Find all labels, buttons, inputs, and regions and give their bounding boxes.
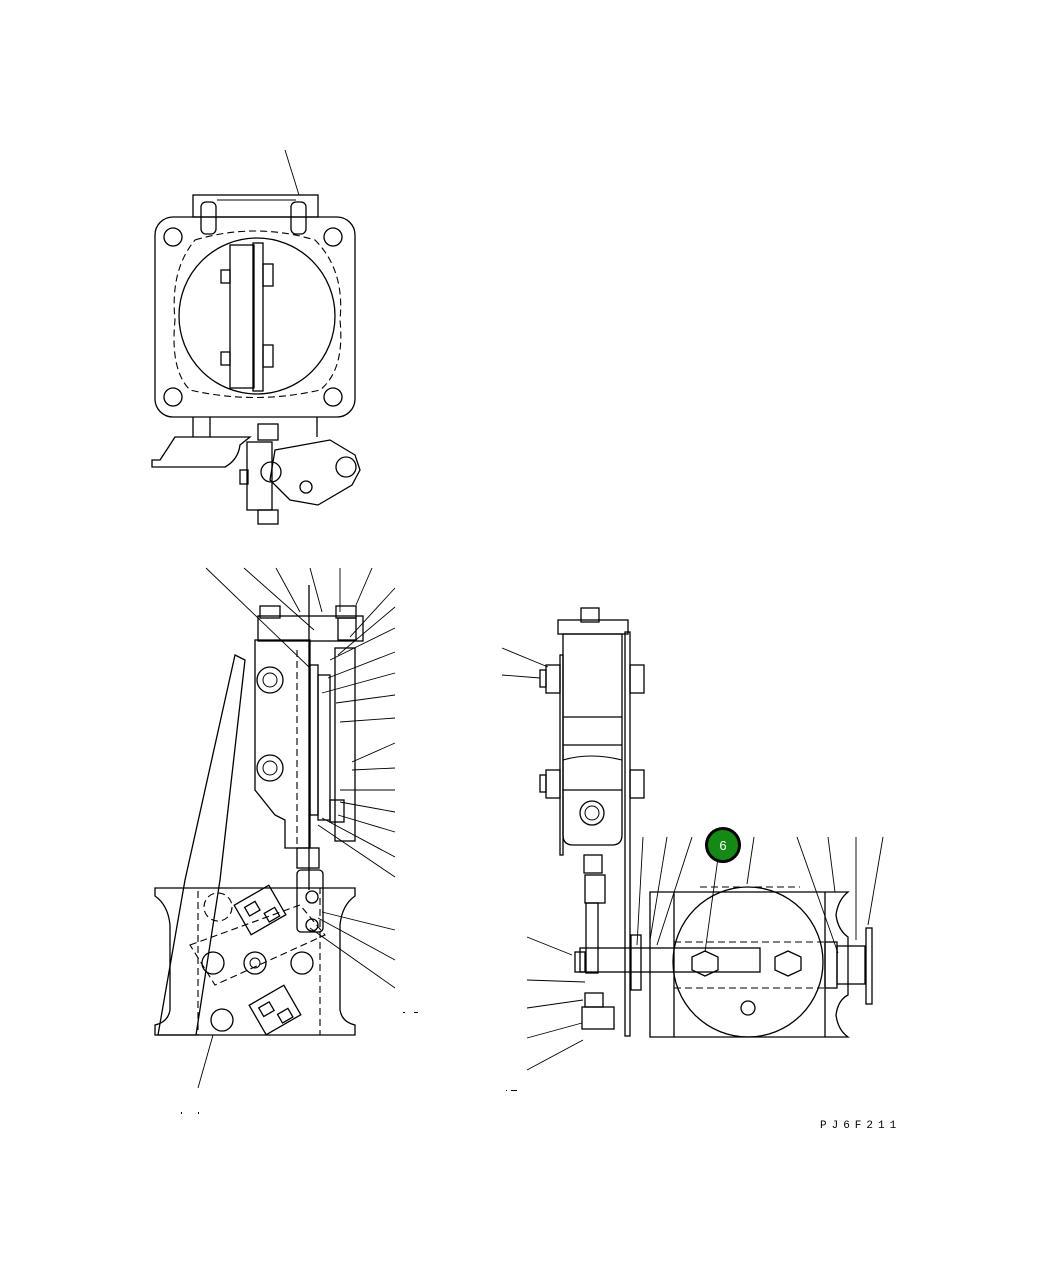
drawing-code: PJ6F211 xyxy=(820,1120,902,1132)
callout-number: 6 xyxy=(719,837,727,853)
side-section-view xyxy=(154,567,418,1114)
front-view xyxy=(151,149,361,525)
actuator-side-view xyxy=(501,607,884,1091)
callout-badge-6[interactable]: 6 xyxy=(705,827,741,863)
